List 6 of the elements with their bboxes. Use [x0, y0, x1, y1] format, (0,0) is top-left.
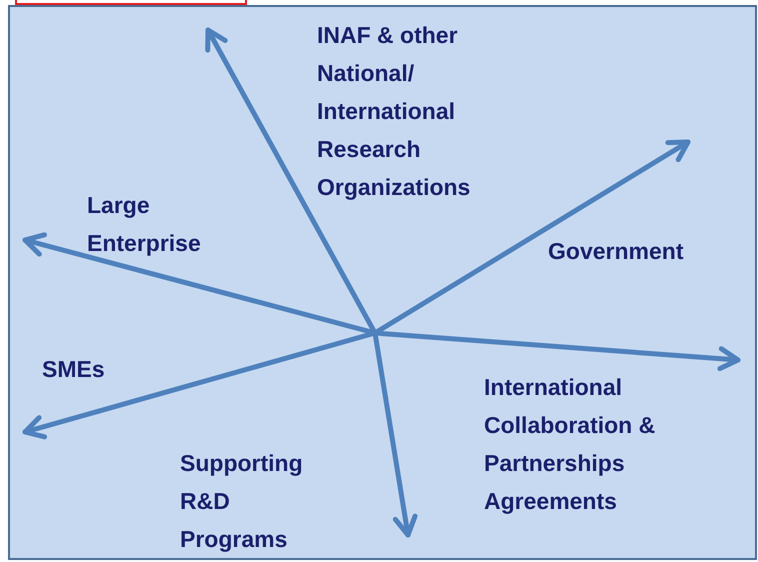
arrow-label: Large Enterprise [87, 191, 202, 258]
arrow-label: Supporting R&D Programs [180, 449, 304, 554]
arrow-label: Government [548, 237, 684, 266]
arrow-label: International Collaboration & Partnerships Agreements [484, 373, 656, 516]
arrow-label: SMEs [42, 355, 106, 384]
arrow-label: INAF & other National/ International Research Organizations [317, 21, 472, 202]
